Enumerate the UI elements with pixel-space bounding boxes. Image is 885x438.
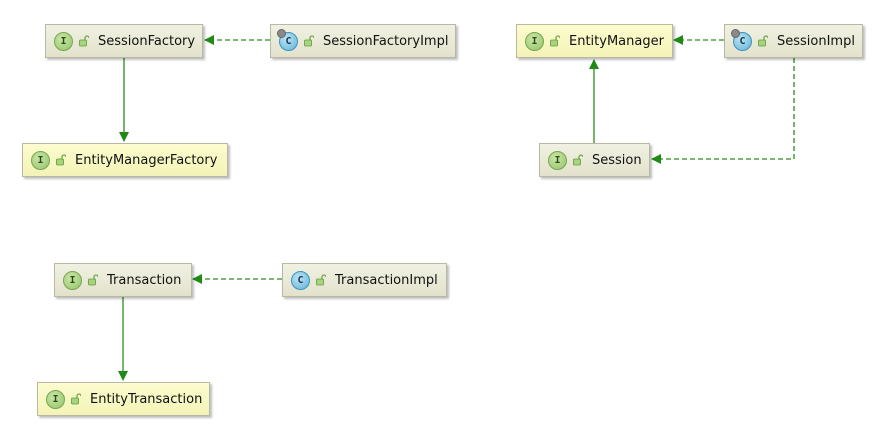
open-lock-icon xyxy=(550,35,560,47)
open-lock-icon xyxy=(573,154,583,166)
node-entity-manager-factory[interactable]: I EntityManagerFactory xyxy=(22,143,228,177)
interface-icon: I xyxy=(548,150,567,170)
interface-icon: I xyxy=(31,150,50,170)
open-lock-icon xyxy=(56,154,66,166)
node-label: Transaction xyxy=(107,272,182,288)
class-icon: C xyxy=(291,270,310,290)
interface-icon: I xyxy=(54,31,73,51)
node-label: Session xyxy=(592,152,642,168)
node-session-impl[interactable]: C SessionImpl xyxy=(724,24,863,58)
node-transaction-impl[interactable]: C TransactionImpl xyxy=(282,263,447,297)
node-entity-manager[interactable]: I EntityManager xyxy=(516,24,673,58)
open-lock-icon xyxy=(316,274,326,286)
node-transaction[interactable]: I Transaction xyxy=(54,263,192,297)
class-icon: C xyxy=(277,28,298,51)
open-lock-icon xyxy=(758,35,768,47)
open-lock-icon xyxy=(71,393,81,405)
node-label: SessionFactory xyxy=(98,33,196,49)
node-label: EntityManagerFactory xyxy=(75,152,218,168)
open-lock-icon xyxy=(88,274,98,286)
node-session[interactable]: I Session xyxy=(539,143,650,177)
interface-icon: I xyxy=(63,270,82,290)
node-session-factory[interactable]: I SessionFactory xyxy=(45,24,203,58)
pin-icon xyxy=(277,28,286,38)
interface-icon: I xyxy=(46,389,65,409)
interface-icon: I xyxy=(525,31,544,51)
node-label: SessionFactoryImpl xyxy=(323,33,449,49)
node-label: TransactionImpl xyxy=(335,272,438,288)
node-entity-transaction[interactable]: I EntityTransaction xyxy=(37,382,210,416)
open-lock-icon xyxy=(304,35,314,47)
node-label: EntityTransaction xyxy=(90,391,203,407)
node-session-factory-impl[interactable]: C SessionFactoryImpl xyxy=(270,24,456,58)
pin-icon xyxy=(731,28,740,38)
node-label: SessionImpl xyxy=(777,33,855,49)
class-icon: C xyxy=(731,28,752,51)
edge-SessionImpl-to-Session xyxy=(651,58,795,164)
open-lock-icon xyxy=(79,35,89,47)
node-label: EntityManager xyxy=(569,33,664,49)
